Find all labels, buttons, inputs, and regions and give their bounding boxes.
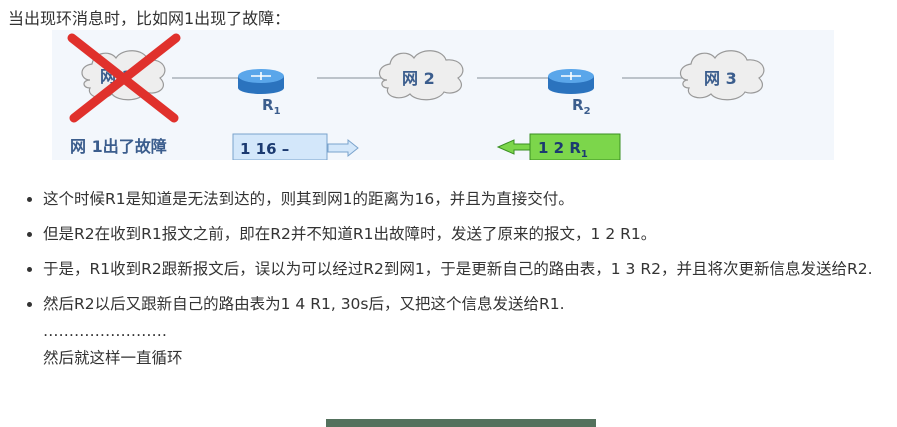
net3-label: 网 3 (704, 69, 737, 88)
arrow-left-icon (496, 139, 531, 155)
network-diagram: 网 1 R1 网 2 R2 网 3 (52, 30, 834, 160)
ellipsis-line: …………………… (43, 322, 167, 340)
fault-cross-icon (67, 33, 181, 123)
list-item: 这个时候R1是知道是无法到达的，则其到网1的距离为16，并且为直接交付。 (43, 186, 893, 213)
diagram-canvas: 网 1 R1 网 2 R2 网 3 (67, 33, 765, 160)
packet-r1: 1 16 – (232, 133, 359, 160)
explanation-list: 这个时候R1是知道是无法到达的，则其到网1的距离为16，并且为直接交付。 但是R… (21, 186, 893, 380)
list-item: 然后R2以后又跟新自己的路由表为1 4 R1, 30s后，又把这个信息发送给R1… (43, 291, 893, 372)
net3-cloud-icon: 网 3 (679, 50, 765, 101)
fault-label: 网 1出了故障 (70, 137, 167, 156)
router-r2-label: R2 (572, 96, 591, 117)
router-r2-icon (548, 69, 594, 94)
next-image-preview (326, 419, 596, 427)
list-item: 但是R2在收到R1报文之前，即在R2并不知道R1出故障时，发送了原来的报文，1 … (43, 221, 893, 248)
list-item: 于是，R1收到R2跟新报文后，误以为可以经过R2到网1，于是更新自己的路由表，1… (43, 256, 893, 283)
packet-r2: 1 2 R1 (496, 133, 621, 160)
arrow-right-icon (327, 138, 359, 158)
router-r1-icon (238, 69, 284, 94)
net2-cloud-icon: 网 2 (378, 50, 464, 101)
packet-r1-text: 1 16 – (240, 140, 289, 158)
intro-text: 当出现环消息时，比如网1出现了故障： (8, 9, 291, 28)
loop-conclusion: 然后就这样一直循环 (43, 349, 183, 367)
net2-label: 网 2 (402, 69, 435, 88)
router-r1-label: R1 (262, 96, 281, 117)
packet-r2-text: 1 2 R1 (538, 139, 588, 160)
